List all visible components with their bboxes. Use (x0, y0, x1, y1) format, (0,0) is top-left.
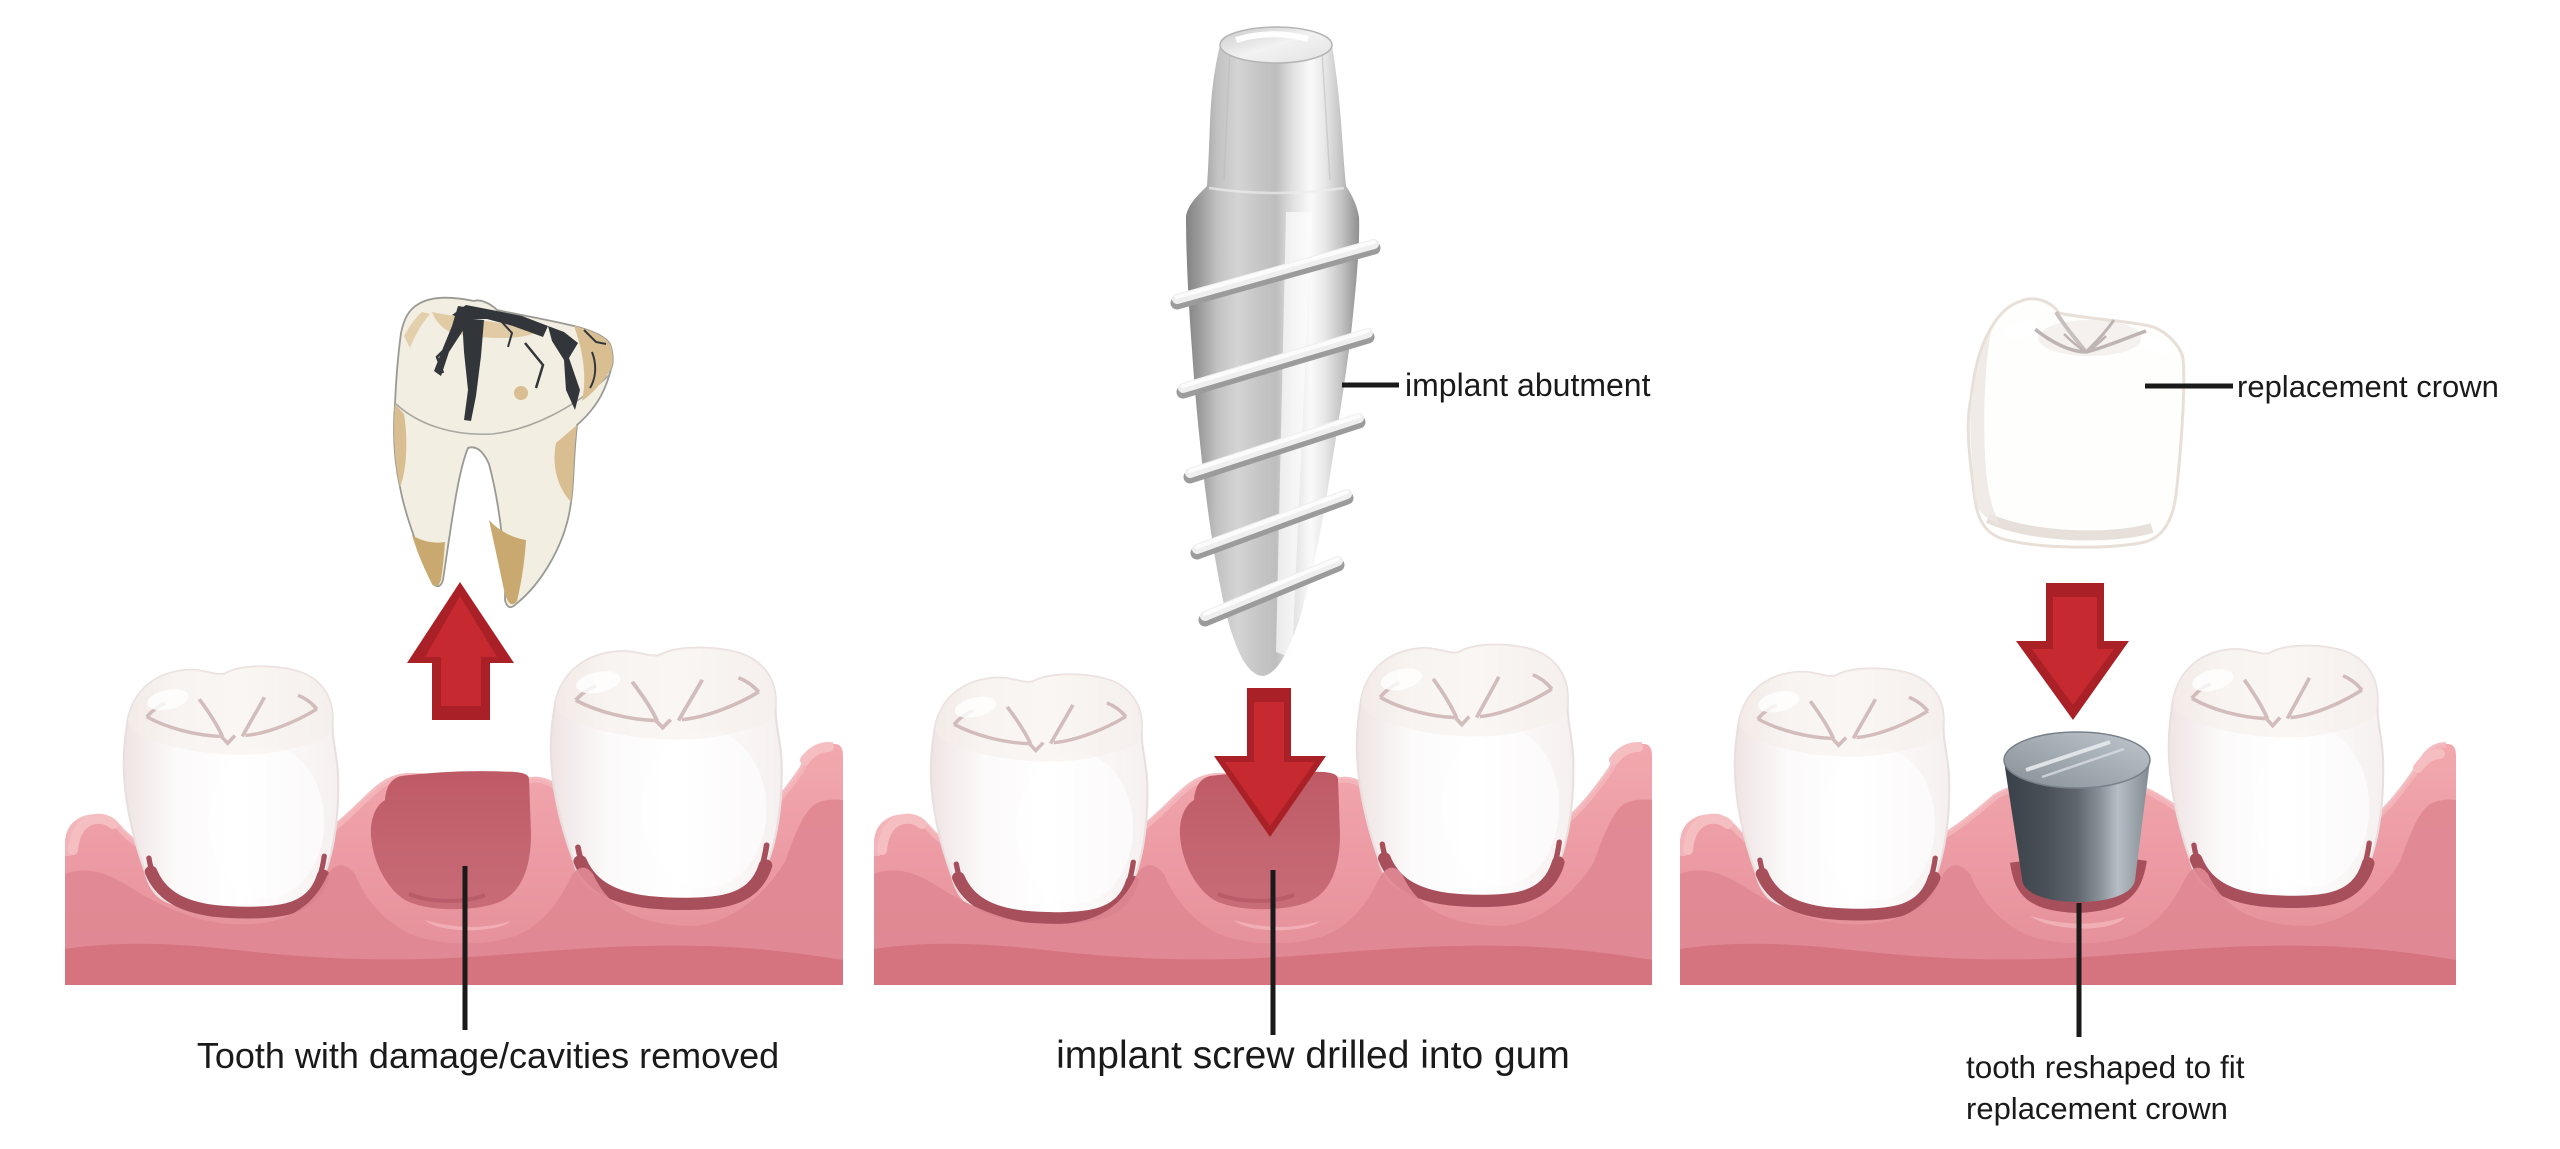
svg-text:tooth reshaped to fit: tooth reshaped to fit (1966, 1049, 2245, 1085)
svg-text:implant screw drilled into gum: implant screw drilled into gum (1056, 1034, 1570, 1077)
svg-text:Tooth with damage/cavities rem: Tooth with damage/cavities removed (197, 1035, 779, 1076)
svg-text:replacement crown: replacement crown (1966, 1091, 2228, 1126)
svg-text:implant abutment: implant abutment (1405, 367, 1651, 403)
svg-text:replacement crown: replacement crown (2237, 369, 2499, 404)
